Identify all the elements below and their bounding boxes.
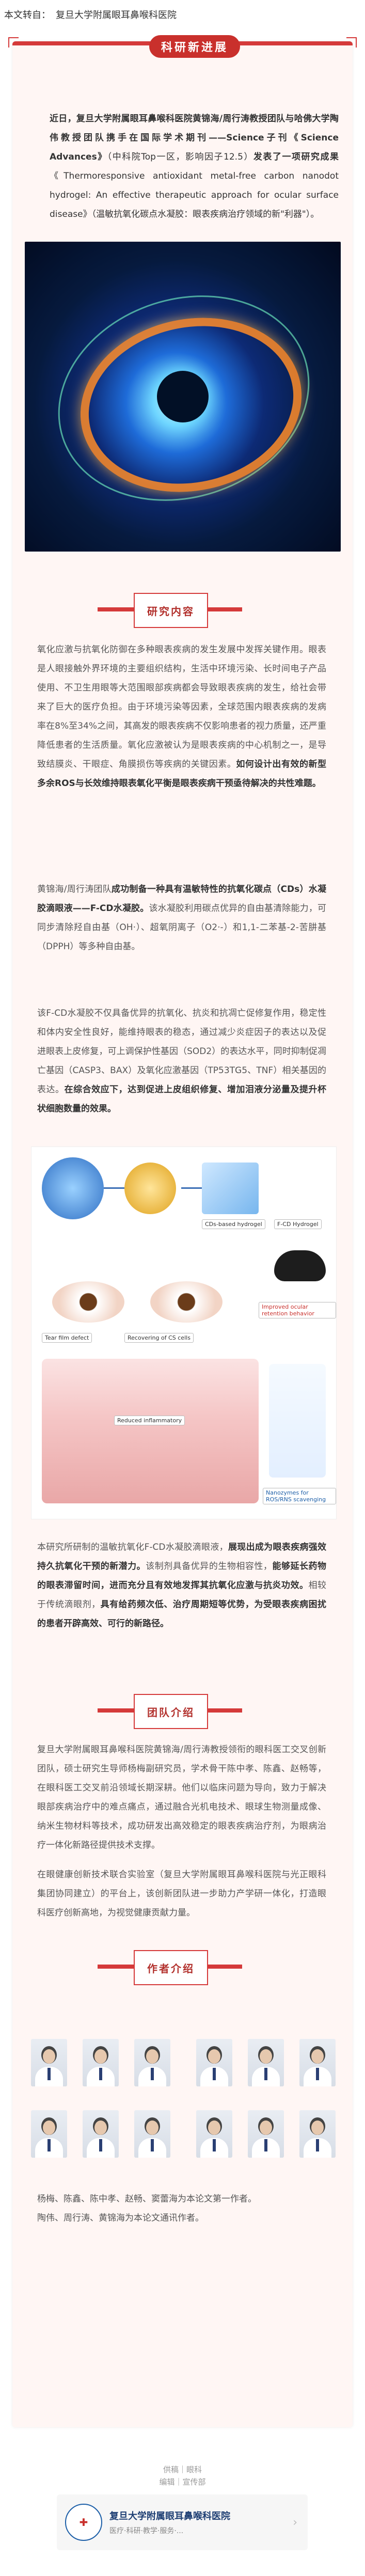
corner-decoration: [8, 37, 19, 48]
research-highlight-4b: 能够延长药物的眼表滞留时间，进而充分且有效地发挥其抗氧化应激与抗炎功效。: [37, 1561, 327, 1591]
tissue-layer: [42, 1359, 259, 1503]
research-text-4a: 本研究所研制的温敏抗氧化F-CD水凝胶滴眼液，: [37, 1542, 228, 1552]
source-bar: 本文转自： 复旦大学附属眼耳鼻喉科医院: [0, 0, 365, 29]
figure-label-e: Recovering of CS cells: [124, 1333, 194, 1343]
footer-credit-1: 供稿｜眼科: [163, 2465, 202, 2474]
research-paragraph-3: 该F-CD水凝胶不仅具备优异的抗氧化、抗炎和抗凋亡促修复作用，稳定性和体内安全性…: [37, 1004, 326, 1119]
mouse-illustration: [274, 1250, 326, 1281]
intro-mid: （中科院Top一区，影响因子12.5）: [107, 152, 253, 162]
hospital-logo-icon: ✚: [65, 2504, 102, 2541]
research-paragraph-2: 黄锦海/周行涛团队成功制备一种具有温敏特性的抗氧化碳点（CDs）水凝胶滴眼液——…: [37, 880, 326, 956]
authors-caption: 杨梅、陈鑫、陈中孝、赵畅、窦蕾海为本论文第一作者。 陶伟、周行涛、黄锦海为本论文…: [37, 2190, 326, 2228]
eye-closeup: [52, 1281, 124, 1323]
source-label: 本文转自：: [4, 10, 51, 21]
figure-label-g: Reduced inflammatory: [114, 1416, 185, 1425]
research-highlight-4c: 具有给药频次低、治疗周期短等优势，为受眼表疾病困扰的患者开辟高效、可行的新路径。: [37, 1599, 327, 1629]
mechanism-figure: CDs-based hydrogel F-CD Hydrogel Improve…: [31, 1146, 337, 1519]
research-text-2b: 该水凝胶利用碳点优异的自由基清除能力，可同步清除羟自由基（OH·）、超氧阴离子（…: [37, 903, 327, 952]
account-desc: 医疗·科研·教学·服务·...: [109, 2527, 184, 2535]
hero-pupil: [157, 371, 209, 422]
figure-label-f: Tear film defect: [42, 1333, 92, 1343]
research-text-4b: 该制剂具备优异的生物相容性，: [146, 1561, 273, 1572]
hydrogel-cube: [202, 1163, 259, 1214]
author-photo: [196, 2039, 232, 2086]
intro-bold-2: 发表了一项研究成果: [253, 152, 339, 162]
author-photo: [248, 2110, 284, 2158]
intro-bold-1: 近日，复旦大学附属眼耳鼻喉科医院黄锦海/周行涛教授团队与哈佛大学陶伟教授团队携手…: [50, 114, 339, 162]
figure-label-b: F-CD Hydrogel: [274, 1219, 322, 1229]
author-photo: [83, 2039, 119, 2086]
reaction-scheme: [269, 1364, 326, 1478]
hero-eye-image: [25, 242, 341, 552]
authors-caption-2: 陶伟、周行涛、黄锦海为本论文通讯作者。: [37, 2213, 204, 2223]
research-highlight-4a: 展现出成为眼表疾病强效持久抗氧化干预的新潜力。: [37, 1542, 327, 1572]
intro-paragraph: 近日，复旦大学附属眼耳鼻喉科医院黄锦海/周行涛教授团队与哈佛大学陶伟教授团队携手…: [50, 109, 339, 224]
author-photo: [134, 2110, 170, 2158]
figure-label-d: Nanozymes for ROS/RNS scavenging: [263, 1488, 336, 1504]
figure-label-c: Improved ocular retention behavior: [259, 1302, 336, 1318]
eye-closeup: [150, 1281, 223, 1323]
news-badge: 科研新进展: [149, 35, 240, 58]
research-paragraph-4: 本研究所研制的温敏抗氧化F-CD水凝胶滴眼液，展现出成为眼表疾病强效持久抗氧化干…: [37, 1538, 326, 1633]
section-title: 研究内容: [134, 593, 208, 628]
section-title: 作者介绍: [134, 1950, 208, 1985]
source-value: 复旦大学附属眼耳鼻喉科医院: [56, 10, 177, 21]
footer-credits: 供稿｜眼科 编辑｜宣传部: [0, 2463, 365, 2488]
team-text-2: 在眼健康创新技术联合实验室（复旦大学附属眼耳鼻喉科医院与光正眼科集团协同建立）的…: [37, 1870, 326, 1918]
research-text-3: 该F-CD水凝胶不仅具备优异的抗氧化、抗炎和抗凋亡促修复作用，稳定性和体内安全性…: [37, 1008, 326, 1095]
section-header-authors: 作者介绍: [98, 1950, 242, 1985]
team-paragraph-2: 在眼健康创新技术联合实验室（复旦大学附属眼耳鼻喉科医院与光正眼科集团协同建立）的…: [37, 1865, 326, 1923]
team-paragraph-1: 复旦大学附属眼耳鼻喉科医院黄锦海/周行涛教授领衔的眼科医工交叉创新团队，硕士研究…: [37, 1740, 326, 1855]
section-header-research: 研究内容: [98, 593, 242, 628]
process-arrow: [104, 1187, 124, 1189]
account-name: 复旦大学附属眼耳鼻喉科医院: [109, 2511, 230, 2522]
figure-label-a: CDs-based hydrogel: [202, 1219, 265, 1229]
research-highlight-3: 在综合效应下，达到促进上皮组织修复、增加泪液分泌量及提升杯状细胞数量的效果。: [37, 1085, 327, 1114]
author-photo: [31, 2039, 67, 2086]
research-text-4c: 相较于传统滴眼剂，: [37, 1580, 327, 1610]
intro-tail: （温敏抗氧化碳点水凝胶：眼表疾病治疗领域的新"利器"）。: [91, 209, 320, 219]
author-photo: [248, 2039, 284, 2086]
corner-decoration: [346, 37, 357, 48]
section-title: 团队介绍: [134, 1694, 208, 1729]
account-card[interactable]: ✚ 复旦大学附属眼耳鼻喉科医院 医疗·科研·教学·服务·... ›: [57, 2494, 308, 2550]
author-photo: [134, 2039, 170, 2086]
molecule-cluster: [124, 1163, 176, 1214]
process-arrow: [181, 1187, 202, 1189]
author-photo: [83, 2110, 119, 2158]
intro-paper-title: 《Thermoresponsive antioxidant metal-free…: [50, 171, 339, 219]
research-text-2a: 黄锦海/周行涛团队: [37, 884, 112, 894]
molecule-cluster: [42, 1157, 104, 1219]
team-text-1: 复旦大学附属眼耳鼻喉科医院黄锦海/周行涛教授领衔的眼科医工交叉创新团队，硕士研究…: [37, 1745, 326, 1850]
section-header-team: 团队介绍: [98, 1694, 242, 1729]
research-highlight-1: 如何设计出有效的新型多余ROS与长效维持眼表氧化平衡是眼表疾病干预亟待解决的共性…: [37, 759, 327, 789]
author-photo: [299, 2110, 336, 2158]
authors-caption-1: 杨梅、陈鑫、陈中孝、赵畅、窦蕾海为本论文第一作者。: [37, 2194, 257, 2204]
chevron-right-icon: ›: [293, 2516, 297, 2529]
author-photo: [31, 2110, 67, 2158]
research-text-1: 氧化应激与抗氧化防御在多种眼表疾病的发生发展中发挥关键作用。眼表是人眼接触外界环…: [37, 645, 326, 769]
footer-credit-2: 编辑｜宣传部: [159, 2477, 206, 2487]
author-photo: [299, 2039, 336, 2086]
research-paragraph-1: 氧化应激与抗氧化防御在多种眼表疾病的发生发展中发挥关键作用。眼表是人眼接触外界环…: [37, 640, 326, 793]
research-highlight-2: 成功制备一种具有温敏特性的抗氧化碳点（CDs）水凝胶滴眼液——F-CD水凝胶。: [37, 884, 326, 914]
author-photo: [196, 2110, 232, 2158]
